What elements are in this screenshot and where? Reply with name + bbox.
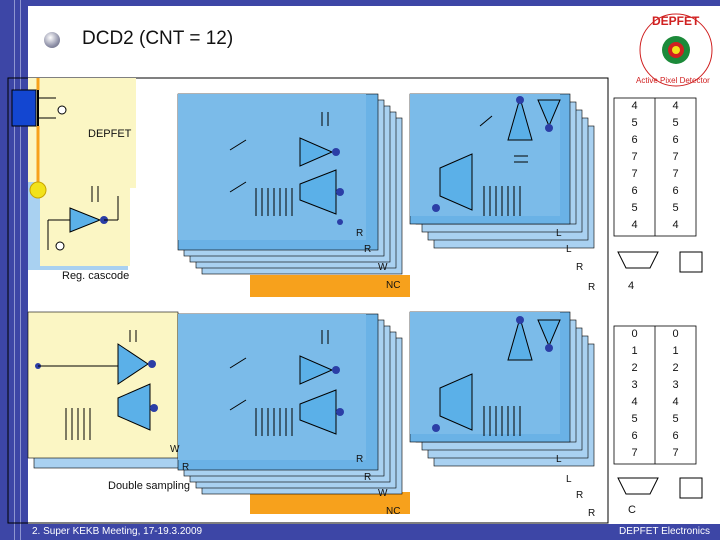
rom-cell: 5 [631, 117, 638, 129]
rom-cell: 6 [672, 134, 679, 146]
top-left-cell-stack [177, 93, 403, 275]
rom-top: 4 4 5 5 6 6 7 7 7 7 6 6 5 5 4 4 [614, 98, 696, 234]
rom-cell: 5 [631, 202, 638, 214]
label-r: R [576, 490, 584, 501]
diagram-frame [7, 77, 609, 524]
mux-top [617, 251, 659, 269]
top-bar [28, 0, 720, 6]
depfet-panel [28, 78, 136, 188]
logo-top-text: DEPFET [652, 14, 700, 28]
depfet-output-node [29, 181, 47, 199]
rom-cell: 1 [672, 345, 679, 357]
rom-cell: 7 [672, 151, 679, 163]
orange-bar-top [250, 275, 410, 297]
rom-cell: 7 [672, 168, 679, 180]
label-l: L [556, 454, 562, 465]
orange-bar-bottom [250, 492, 410, 514]
rail-line [14, 0, 15, 540]
rom-bottom-grid [613, 325, 697, 465]
top-right-cell-stack [409, 93, 595, 249]
rom-cell: 3 [631, 379, 638, 391]
double-sampling-label: Double sampling [108, 480, 190, 492]
rom-cell: 1 [631, 345, 638, 357]
rom-cell: 7 [672, 447, 679, 459]
label-l: L [566, 474, 572, 485]
label-r: R [356, 228, 364, 239]
rom-cell: 3 [672, 379, 679, 391]
label-w: W [378, 488, 388, 499]
rom-cell: 5 [672, 117, 679, 129]
label-r: R [364, 472, 372, 483]
label-r: R [588, 282, 596, 293]
title-bullet-icon [44, 32, 60, 48]
depfet-logo [639, 13, 713, 87]
label-r: R [576, 262, 584, 273]
rom-bottom: 0 0 1 1 2 2 3 3 4 4 5 5 6 6 7 7 [614, 326, 696, 462]
rom-top-grid [613, 97, 697, 237]
label-w: W [170, 444, 180, 455]
rom-cell: 5 [672, 202, 679, 214]
label-r: R [356, 454, 364, 465]
depfet-node [57, 105, 67, 115]
rom-cell: 6 [672, 185, 679, 197]
rom-cell: 5 [631, 413, 638, 425]
mux-bottom-output: C [628, 504, 636, 516]
double-sampling-panel [27, 311, 185, 469]
rom-cell: 2 [672, 362, 679, 374]
footer-right-text: DEPFET Electronics [619, 526, 710, 537]
rom-cell: 5 [672, 413, 679, 425]
rom-cell: 7 [631, 447, 638, 459]
footer-bar [28, 524, 720, 540]
rom-cell: 4 [631, 396, 638, 408]
rom-cell: 4 [631, 219, 638, 231]
footer-left-text: 2. Super KEKB Meeting, 17-19.3.2009 [32, 526, 203, 537]
rom-cell: 6 [631, 134, 638, 146]
rom-cell: 6 [631, 430, 638, 442]
label-r: R [182, 462, 190, 473]
rom-cell: 4 [672, 396, 679, 408]
reg-cascode-label: Reg. cascode [62, 270, 130, 282]
logo-arc-text: Active Pixel Detector [636, 76, 710, 85]
label-w: W [378, 262, 388, 273]
rom-cell: 4 [672, 100, 679, 112]
depfet-transistor [11, 89, 37, 127]
rom-cell: 2 [631, 362, 638, 374]
rom-cell: 0 [631, 328, 638, 340]
rom-cell: 0 [672, 328, 679, 340]
rom-cell: 6 [631, 185, 638, 197]
label-l: L [556, 228, 562, 239]
rom-cell: 4 [631, 100, 638, 112]
bottom-left-cell-stack [177, 313, 403, 495]
rom-cell: 7 [631, 168, 638, 180]
mux-bottom [617, 477, 659, 495]
rom-cell: 6 [672, 430, 679, 442]
bottom-right-cell-stack [409, 311, 595, 467]
rail-line [20, 0, 21, 540]
label-r: R [364, 244, 372, 255]
label-nc: NC [386, 280, 401, 291]
depfet-label: DEPFET [88, 128, 132, 140]
label-l: L [566, 244, 572, 255]
slide-title: DCD2 (CNT = 12) [82, 28, 234, 49]
label-r: R [588, 508, 596, 519]
rom-cell: 4 [672, 219, 679, 231]
label-nc: NC [386, 506, 401, 517]
rom-cell: 7 [631, 151, 638, 163]
mux-top-output: 4 [628, 280, 635, 292]
